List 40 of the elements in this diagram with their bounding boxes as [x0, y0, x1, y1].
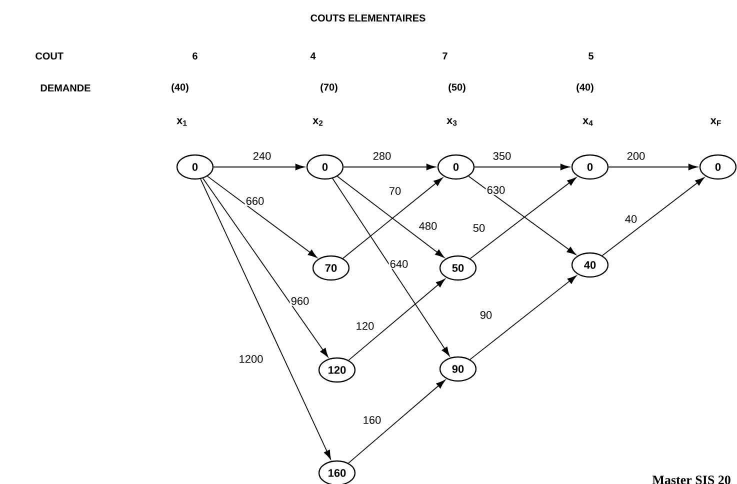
edge-label: 1200	[238, 354, 264, 364]
edge-label: 630	[486, 185, 506, 195]
edge-label: 240	[252, 151, 272, 161]
arrow	[202, 178, 328, 358]
edge-label: 160	[362, 415, 382, 425]
arrow	[608, 164, 698, 170]
row-label: COUT	[36, 52, 64, 60]
row-label: DEMANDE	[40, 84, 90, 92]
edge-label: 200	[626, 151, 646, 161]
edge-label: 640	[388, 259, 410, 269]
table-value: 7	[442, 52, 448, 60]
table-value: (50)	[448, 83, 466, 93]
arrow	[602, 177, 704, 256]
arrow	[343, 164, 436, 170]
table-value: (40)	[172, 83, 188, 93]
edge-label: 280	[372, 151, 392, 161]
edge-label: 50	[472, 223, 486, 233]
arrow	[213, 164, 305, 170]
edge-label: 350	[492, 151, 512, 161]
arrow	[332, 178, 450, 356]
edge-label: 960	[290, 296, 310, 306]
arrow	[474, 164, 570, 170]
table-value: 5	[588, 52, 594, 60]
edge-label: 90	[478, 310, 494, 320]
arrow	[207, 176, 318, 258]
footer-text: Master SIS 20	[652, 476, 730, 484]
arrow	[470, 275, 577, 360]
edge-label: 120	[354, 321, 376, 331]
title: COUTS ELEMENTAIRES	[310, 14, 426, 22]
edge-label: 70	[388, 186, 402, 196]
arrow	[200, 178, 331, 460]
table-value: (70)	[320, 83, 338, 93]
edge-label: 480	[418, 221, 438, 231]
table-value: 4	[310, 52, 316, 60]
table-value: 6	[192, 52, 198, 60]
edge-label: 40	[624, 214, 638, 224]
arrow	[348, 278, 446, 361]
arrow	[348, 380, 446, 464]
table-value: (40)	[576, 83, 594, 93]
edge-label: 660	[244, 196, 266, 206]
